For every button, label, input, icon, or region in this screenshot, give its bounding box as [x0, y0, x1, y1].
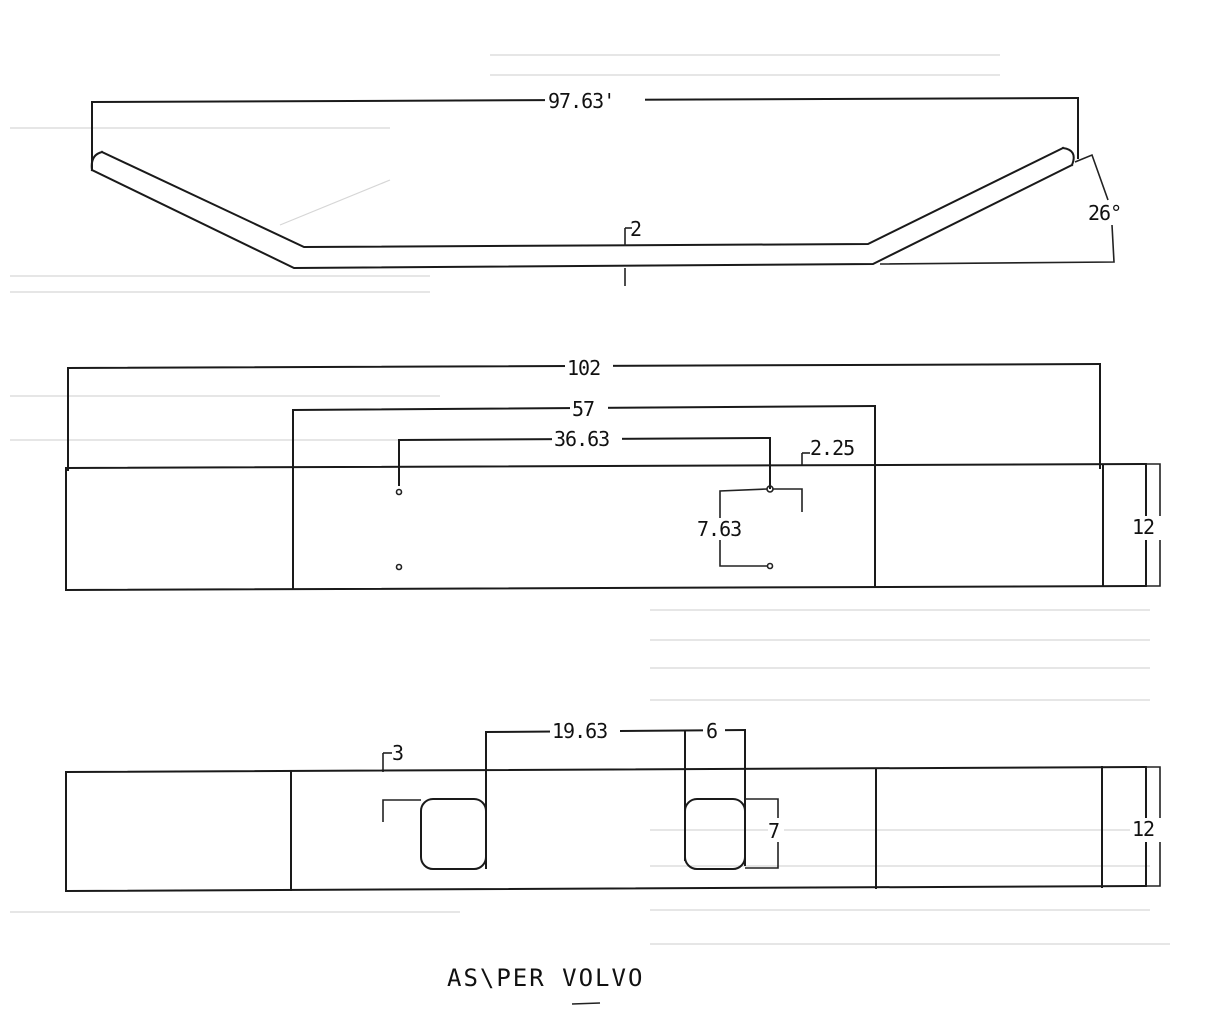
- dim-hole-spacing-7-63: 7.63: [697, 517, 741, 541]
- dim-cutout-offset-3: 3: [392, 741, 403, 765]
- mounting-hole: [395, 563, 403, 571]
- hole-panel-view: 102 57 36.63 2.25 7.63: [65, 356, 1164, 592]
- rectangular-cutout: [420, 798, 487, 870]
- dim-thickness-2: 2: [630, 217, 641, 241]
- caption-underline-mark: [571, 1002, 601, 1005]
- dim-cutout-spacing-19-63: 19.63: [552, 719, 607, 743]
- dim-bend-angle-26: 26°: [1088, 201, 1121, 225]
- cutout-panel-outline: [65, 765, 1147, 893]
- dim-height-12: 12: [1132, 817, 1154, 841]
- hole-panel-outline: [65, 462, 1147, 592]
- dim-hole-offset-2-25: 2.25: [810, 436, 854, 460]
- dim-center-section-57: 57: [572, 397, 594, 421]
- dim-overall-length-97-63: 97.63': [548, 89, 614, 113]
- bumper-profile-outline: [90, 146, 1075, 270]
- cutout-panel-view: 19.63 6 3 7 12: [65, 719, 1164, 893]
- side-profile-view: 97.63' 2 26°: [90, 88, 1122, 286]
- bleed-through-artifacts: [10, 54, 1170, 945]
- rectangular-cutout: [684, 798, 746, 870]
- dim-cutout-width-6: 6: [706, 719, 717, 743]
- dim-height-12: 12: [1132, 515, 1154, 539]
- mounting-hole: [766, 562, 774, 570]
- mounting-hole: [395, 488, 403, 496]
- dim-overall-length-102: 102: [567, 356, 600, 380]
- dim-cutout-height-7: 7: [768, 819, 779, 843]
- dim-hole-spacing-36-63: 36.63: [554, 427, 609, 451]
- drawing-caption: AS\PER VOLVO: [447, 964, 644, 992]
